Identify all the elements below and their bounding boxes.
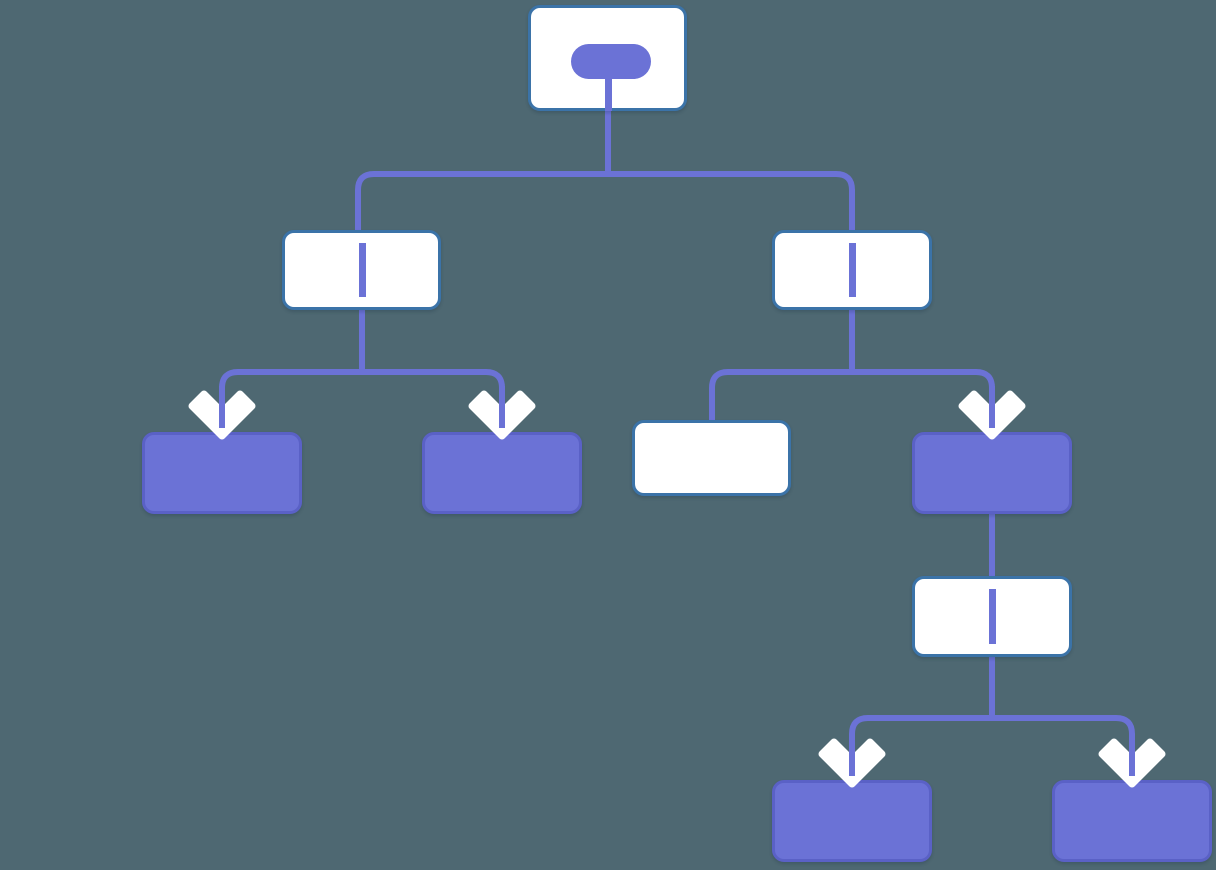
node-connector-stem: [605, 58, 612, 111]
node-l3-a[interactable]: [142, 432, 302, 514]
node-connector-stem: [359, 243, 366, 297]
node-l3-c[interactable]: [632, 420, 791, 496]
node-l3-b[interactable]: [422, 432, 582, 514]
node-l3-d[interactable]: [912, 432, 1072, 514]
node-l5-b[interactable]: [1052, 780, 1212, 862]
node-connector-stem: [849, 243, 856, 297]
node-connector-stem: [989, 589, 996, 644]
node-l5-a[interactable]: [772, 780, 932, 862]
